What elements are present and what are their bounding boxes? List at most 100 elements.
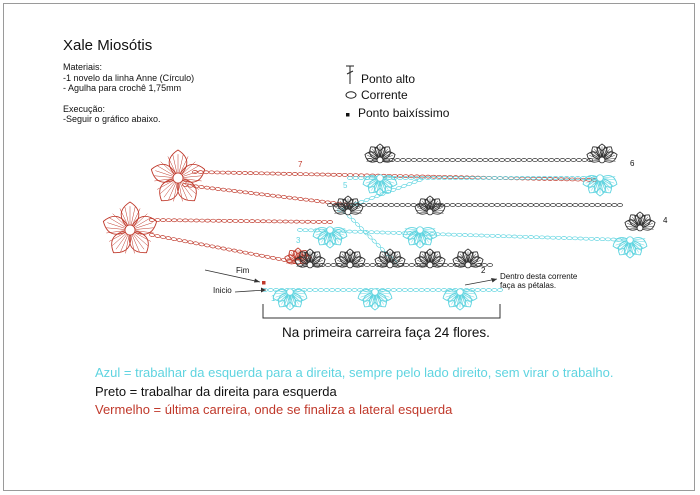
petal-outline [442, 289, 461, 302]
petal-outline [457, 251, 469, 266]
petal-outline [284, 254, 299, 265]
chain-stitch [271, 219, 278, 224]
petal-outline [176, 177, 197, 202]
chain-stitch [221, 218, 228, 223]
petal-outline [289, 289, 308, 302]
petal-outline [402, 227, 421, 240]
petal-outline [332, 203, 349, 215]
chain-stitch [330, 263, 337, 267]
chain-stitch [418, 288, 425, 292]
flower-motif [312, 226, 348, 249]
legend-chain-label: Corrente [361, 88, 408, 102]
petal-outline [159, 177, 180, 202]
inside-chain-label: Dentro desta corrente [500, 272, 578, 281]
chain-stitch [334, 288, 341, 292]
flower-center [286, 288, 294, 296]
petal-outline [419, 251, 431, 266]
chain-stitch [193, 241, 199, 246]
petal-outline [379, 175, 398, 188]
row-number-7: 7 [298, 160, 303, 169]
chain-stitch [505, 203, 512, 207]
petal-outline [272, 289, 291, 302]
petal-outline [111, 229, 132, 254]
chain-stitch [396, 288, 403, 292]
chain-stitch [463, 176, 470, 180]
chain-stitch [210, 218, 217, 223]
chain-stitch [541, 176, 548, 180]
chain-stitch [243, 219, 250, 223]
flower-center [346, 261, 354, 269]
chain-stitch [566, 203, 573, 207]
flower-center [426, 261, 434, 269]
chain-stitch [600, 203, 607, 207]
chain-stitch [304, 219, 311, 224]
chain-stitch [171, 237, 177, 242]
chain-stitch [589, 203, 596, 207]
chain-stitch [310, 219, 317, 224]
petal-outline [317, 229, 331, 246]
chain-stitch [511, 203, 517, 207]
chain-stitch [199, 218, 206, 223]
chain-stitch [494, 203, 501, 207]
petal-outline [294, 256, 311, 268]
chain-stitch [154, 234, 161, 238]
chain-stitch [293, 219, 300, 224]
chain-stitch [312, 288, 319, 292]
chain-stitch [563, 176, 570, 180]
petal-outline [601, 146, 613, 161]
chain-stitch [267, 288, 274, 292]
flower-motif [272, 288, 308, 311]
chain-stitch [358, 176, 365, 180]
petal-outline [323, 229, 337, 249]
chain-stitch [555, 203, 562, 207]
chain-stitch [474, 288, 481, 292]
petal-outline [629, 239, 643, 256]
legend-high-label: Ponto alto [361, 72, 416, 86]
chain-stitch [449, 203, 456, 207]
chain-stitch [617, 203, 623, 207]
chain-stitch [340, 288, 347, 292]
chain-stitch [583, 203, 590, 207]
petal-outline [309, 251, 321, 266]
petal-outline [413, 229, 427, 249]
petal-outline [334, 256, 351, 268]
chain-stitch [429, 288, 436, 292]
chain-stitch [524, 176, 531, 180]
start-label: Inicio [213, 286, 232, 295]
chain-stitch [544, 203, 551, 207]
chain-stitch [487, 263, 493, 267]
chain-stitch [530, 176, 537, 180]
petal-outline [389, 251, 401, 266]
chain-stitch [176, 238, 183, 243]
chain-stitch [472, 203, 478, 207]
chain-stitch [176, 218, 183, 223]
flower-center [172, 172, 184, 184]
chain-stitch [522, 203, 529, 207]
chain-stitch [254, 219, 261, 224]
chain-stitch [327, 220, 333, 224]
petal-outline [414, 203, 431, 215]
petal-outline [453, 291, 467, 311]
chain-stitch [226, 219, 233, 223]
petal-outline [384, 248, 396, 266]
chain-stitch [458, 176, 465, 180]
chain-stitch [407, 288, 414, 292]
page-title: Xale Miosótis [63, 37, 153, 54]
petal-outline [429, 198, 441, 213]
petal-outline [379, 251, 391, 266]
chain-stitch [329, 288, 336, 292]
chain-stitch [187, 240, 194, 245]
petals-label: faça as pétalas. [500, 281, 557, 290]
petal-outline [379, 151, 396, 163]
row-number-6: 6 [630, 159, 635, 168]
chain-stitch [382, 203, 389, 207]
flower-center [376, 156, 384, 164]
petal-outline [467, 251, 479, 266]
chain-stitch [574, 176, 581, 180]
petal-outline [612, 237, 631, 250]
flower-motif [402, 226, 438, 249]
flower-motif [582, 174, 618, 197]
chain-stitch [401, 288, 408, 292]
petal-outline [289, 291, 303, 308]
petal-outline [283, 291, 297, 311]
